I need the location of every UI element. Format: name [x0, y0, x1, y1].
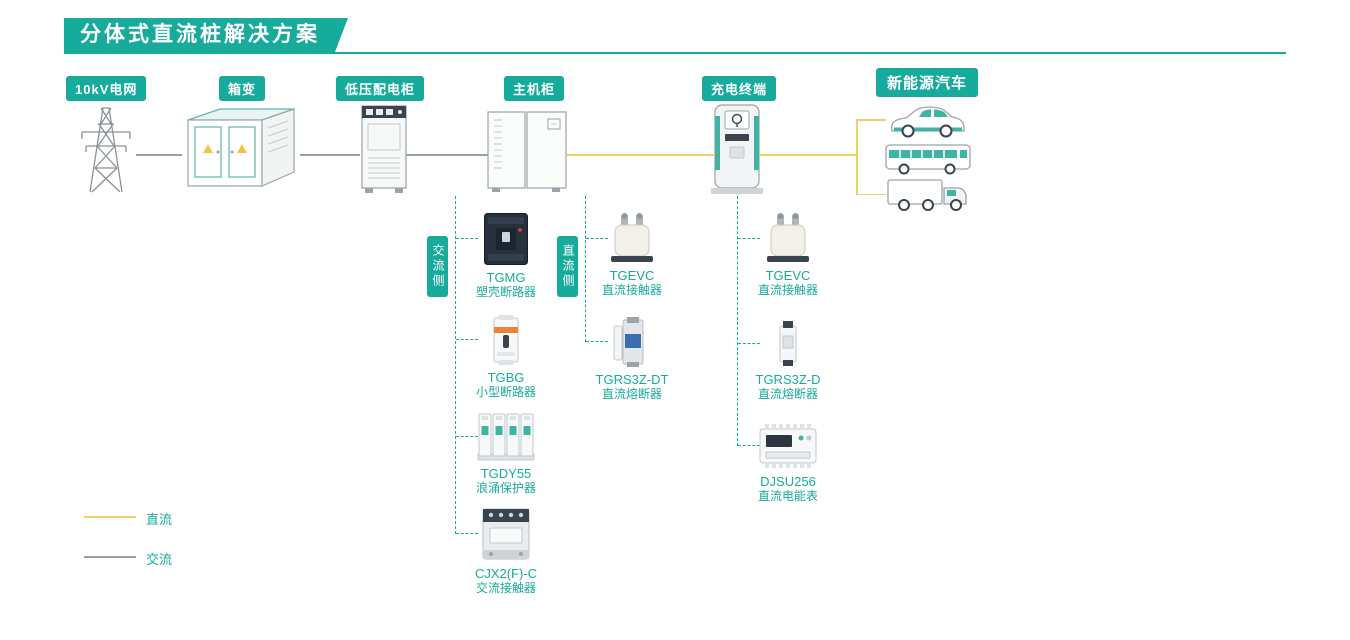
ac-side-stub-4	[456, 533, 478, 534]
dc-fuse-icon	[613, 317, 644, 367]
ac-side-stub-2	[456, 339, 478, 340]
ac-contactor-icon	[482, 508, 530, 560]
node-label-lv-cabinet: 低压配电柜	[336, 76, 425, 101]
component-djsu256: DJSU256 直流电能表	[728, 422, 848, 504]
node-label-transformer: 箱变	[219, 76, 266, 101]
component-model: TGMG	[486, 270, 526, 285]
component-tgevc-terminal: TGEVC 直流接触器	[728, 212, 848, 298]
legend-ac-label: 交流	[146, 552, 173, 567]
component-desc: 浪涌保护器	[475, 481, 536, 495]
ac-line-grid-transformer	[136, 154, 182, 156]
dc-contactor-icon	[611, 213, 653, 262]
component-model: TGRS3Z-DT	[595, 372, 669, 387]
dc-energy-meter-icon	[759, 424, 817, 468]
dc-branch-truck	[856, 193, 886, 195]
miniature-breaker-icon	[493, 315, 519, 365]
car-icon	[890, 106, 965, 138]
component-model: TGRS3Z-D	[755, 372, 821, 387]
component-model: TGDY55	[480, 466, 532, 481]
terminal-stub-3	[738, 445, 760, 446]
charging-terminal-icon	[711, 104, 763, 194]
legend-ac-line	[84, 556, 136, 558]
component-tgevc-main: TGEVC 直流接触器	[572, 212, 692, 298]
title-banner: 分体式直流桩解决方案	[64, 18, 348, 52]
dc-branch-car	[856, 119, 886, 121]
legend-dc-label: 直流	[146, 512, 173, 527]
component-tgbg: TGBG 小型断路器	[446, 314, 566, 400]
component-model: DJSU256	[760, 474, 816, 489]
dc-side-stub-2	[586, 341, 608, 342]
component-desc: 直流接触器	[757, 283, 818, 297]
component-model: CJX2(F)-C	[474, 566, 538, 581]
node-label-vehicles: 新能源汽车	[876, 68, 979, 97]
dc-side-stub-1	[586, 238, 608, 239]
dc-line-terminal-vehicles	[759, 154, 856, 156]
ac-line-lv-main	[406, 154, 488, 156]
lv-distribution-cabinet-icon	[361, 105, 407, 193]
dc-side-spine	[585, 196, 586, 342]
dc-fuse-small-icon	[779, 321, 797, 366]
node-label-main-cabinet: 主机柜	[504, 76, 565, 101]
ac-line-transformer-lv	[300, 154, 360, 156]
dc-line-main-terminal	[566, 154, 715, 156]
box-transformer-icon	[187, 108, 295, 187]
dc-contactor-icon	[767, 213, 809, 262]
component-model: TGBG	[487, 370, 525, 385]
component-desc: 小型断路器	[475, 385, 536, 399]
component-desc: 直流接触器	[601, 283, 662, 297]
component-cjx2: CJX2(F)-C 交流接触器	[446, 506, 566, 596]
component-desc: 直流熔断器	[601, 387, 662, 401]
component-desc: 直流熔断器	[757, 387, 818, 401]
legend-dc-line	[84, 516, 136, 518]
truck-icon	[887, 179, 967, 211]
dc-branch-vertical	[856, 119, 858, 195]
component-tgmg: TGMG 塑壳断路器	[446, 212, 566, 300]
component-desc: 塑壳断路器	[475, 285, 536, 299]
component-desc: 交流接触器	[475, 581, 536, 595]
component-model: TGEVC	[609, 268, 655, 283]
ac-side-spine	[455, 196, 456, 534]
terminal-spine	[737, 196, 738, 446]
component-tgdy55: TGDY55 浪涌保护器	[446, 412, 566, 496]
component-tgrs3z-dt: TGRS3Z-DT 直流熔断器	[572, 316, 692, 402]
component-desc: 直流电能表	[757, 489, 818, 503]
ac-side-label: 交流侧	[427, 236, 448, 297]
ac-side-stub-1	[456, 238, 478, 239]
main-cabinet-icon	[487, 111, 567, 192]
bus-icon	[885, 144, 971, 175]
dc-side-label: 直流侧	[557, 236, 578, 297]
title-underline	[64, 52, 1286, 54]
surge-protector-icon	[477, 413, 535, 461]
molded-case-breaker-icon	[484, 213, 528, 265]
node-label-terminal: 充电终端	[702, 76, 777, 101]
terminal-stub-1	[738, 238, 760, 239]
ac-side-stub-3	[456, 436, 478, 437]
transmission-tower-icon	[81, 107, 131, 193]
component-tgrs3z-d: TGRS3Z-D 直流熔断器	[728, 320, 848, 402]
page-title: 分体式直流桩解决方案	[80, 23, 320, 46]
node-label-grid: 10kV电网	[66, 76, 147, 101]
terminal-stub-2	[738, 343, 760, 344]
component-model: TGEVC	[765, 268, 811, 283]
